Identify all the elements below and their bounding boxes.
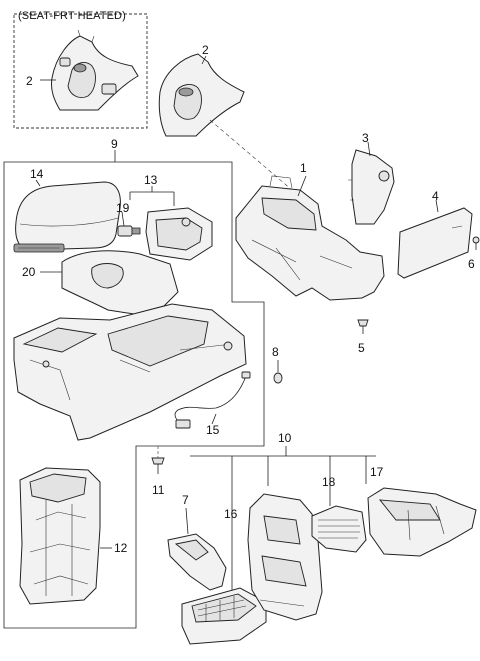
callout-1: 1 [300, 161, 307, 175]
callout-20: 20 [22, 265, 36, 279]
part-17-rear-tray [367, 487, 477, 557]
part-2-shift-cover [158, 53, 245, 137]
leader-19 [121, 211, 125, 227]
part-14-armrest-lid [13, 181, 121, 253]
leader-2b [201, 55, 207, 65]
callout-19: 19 [116, 201, 130, 215]
part-15-wiring-harness [174, 371, 251, 429]
leader-15 [211, 413, 217, 425]
part-19-switch [117, 225, 141, 237]
leader-4 [435, 199, 439, 213]
bracket-13 [129, 186, 175, 206]
heated-variant-frame [13, 13, 148, 129]
part-10-rear-panel [247, 493, 323, 621]
callout-8: 8 [272, 345, 279, 359]
part-4-side-cover [397, 207, 473, 279]
callout-5: 5 [358, 341, 365, 355]
callout-18: 18 [322, 475, 336, 489]
callout-12: 12 [114, 541, 128, 555]
callout-2-heated: 2 [26, 74, 33, 88]
callout-11: 11 [152, 483, 165, 497]
callout-7: 7 [182, 493, 189, 507]
part-2-heated-cover [51, 29, 139, 111]
callout-17: 17 [370, 465, 384, 479]
part-12-console-bracket [19, 467, 101, 605]
callout-2: 2 [202, 43, 209, 57]
part-8-grommet [273, 372, 283, 384]
callout-14: 14 [30, 167, 44, 181]
callout-3: 3 [362, 131, 369, 145]
callout-6: 6 [468, 257, 475, 271]
part-7-cup-holder-trim [167, 533, 227, 591]
part-16-storage-bin [181, 587, 267, 645]
callout-9: 9 [111, 137, 118, 151]
leader-3 [367, 141, 371, 157]
part-5-screw [357, 319, 369, 334]
callout-16: 16 [224, 507, 238, 521]
part-9-console-lower [13, 303, 247, 441]
callout-13: 13 [144, 173, 158, 187]
callout-4: 4 [432, 189, 439, 203]
callout-15: 15 [206, 423, 220, 437]
leader-14 [35, 179, 41, 187]
leader-7 [185, 507, 189, 535]
heated-seat-note: (SEAT-FRT HEATED) [18, 10, 126, 22]
part-13-storage-tray [145, 207, 213, 261]
callout-10: 10 [278, 431, 292, 445]
leader-1 [297, 175, 307, 197]
part-18-rear-vent [311, 505, 367, 553]
part-6-clip [472, 236, 480, 250]
part-3-side-panel [348, 149, 395, 225]
dash-2-to-1 [209, 119, 293, 191]
group-9-frame [3, 161, 265, 629]
bracket-10 [190, 446, 376, 590]
part-11-screw [151, 457, 165, 474]
part-20-shift-boot [61, 250, 179, 315]
part-1-console-upper [235, 175, 385, 301]
